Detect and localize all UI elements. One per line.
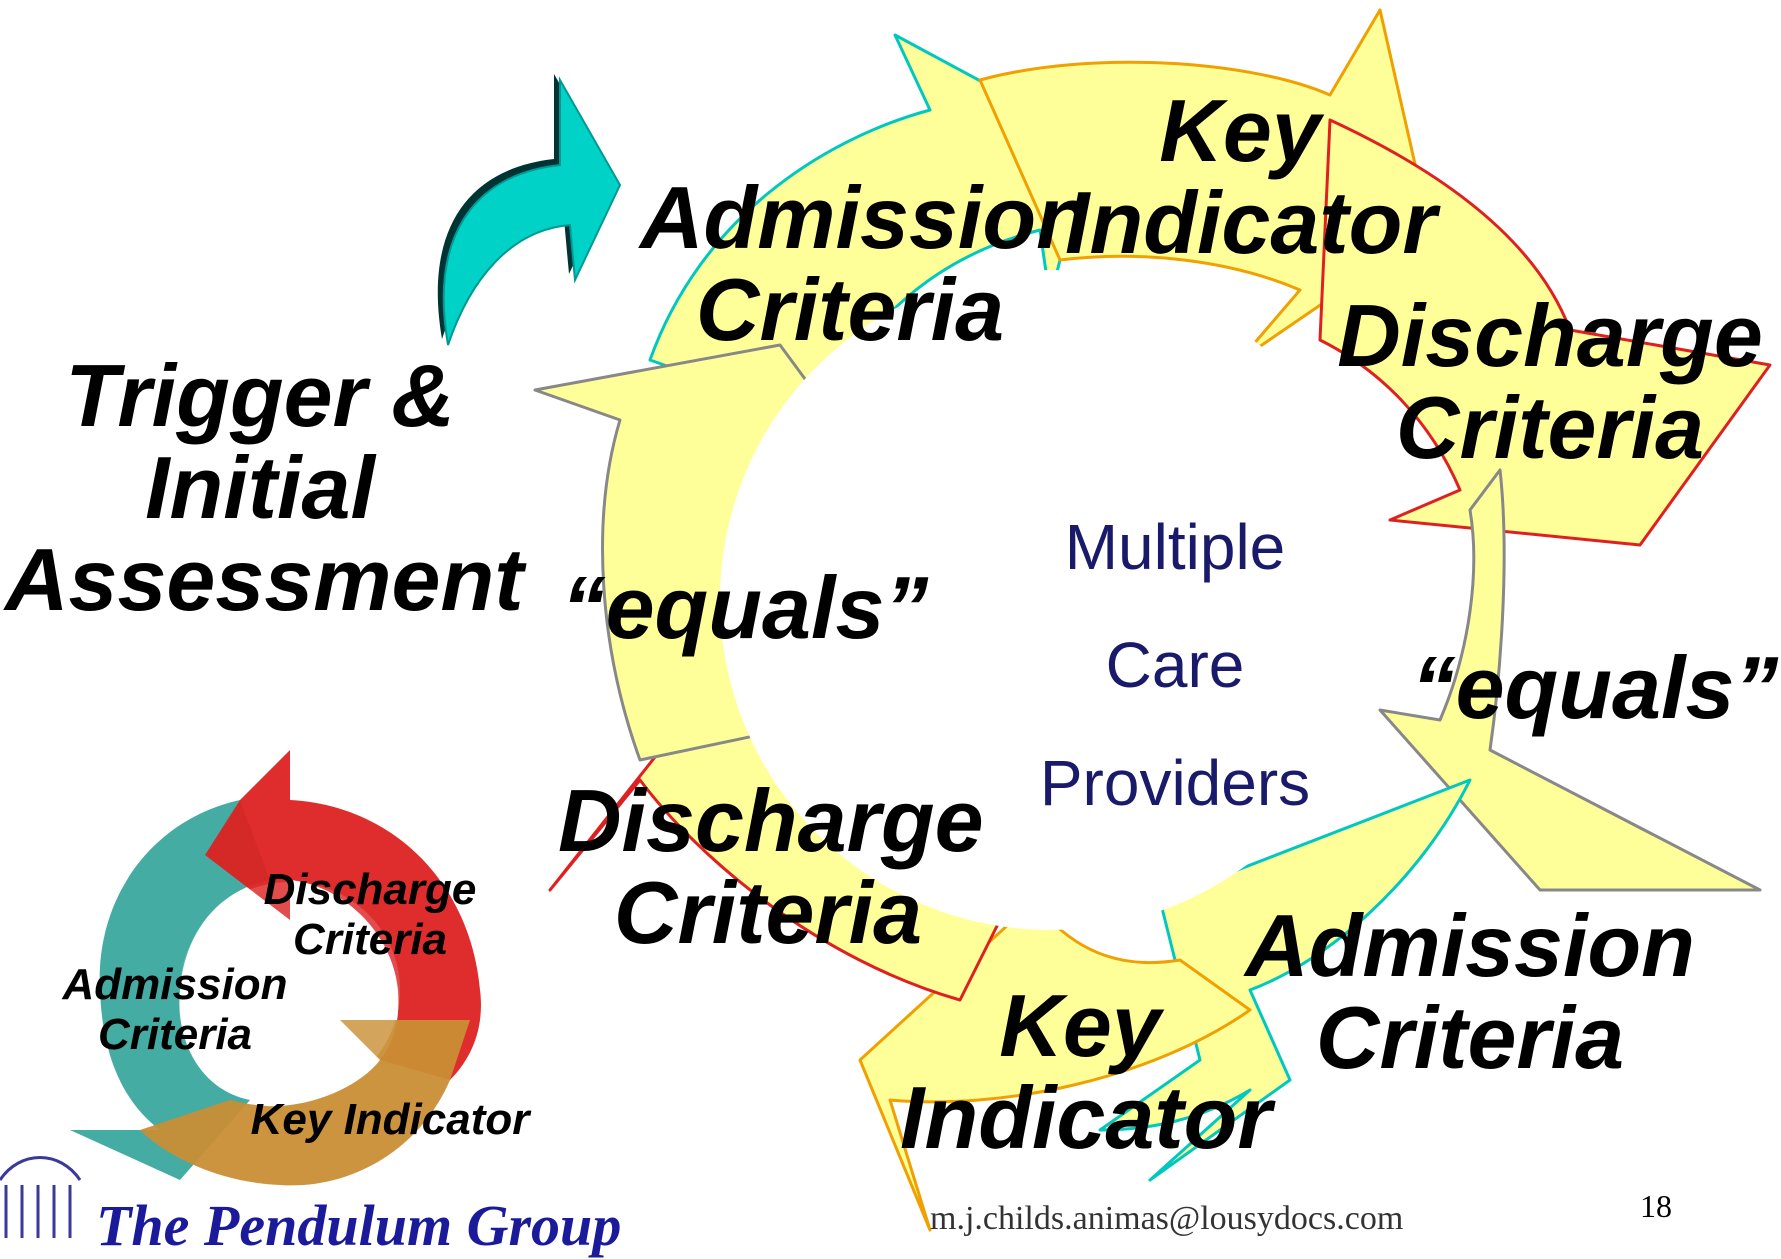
mini-label-key: Key Indicator (250, 1095, 530, 1144)
label-admission-bottom: Admission Criteria (1245, 896, 1695, 1087)
footer-org-name: The Pendulum Group (96, 1193, 622, 1258)
mini-label-admission: Admission Criteria (62, 960, 288, 1059)
mini-arrow-key (140, 1020, 470, 1186)
arrow-admission-bottom (1098, 778, 1472, 1182)
mini-label-discharge: Discharge Criteria (263, 865, 477, 964)
footer-email[interactable]: m.j.childs.animas@lousydocs.com (930, 1200, 1404, 1237)
arrow-equals-right (1378, 468, 1762, 892)
label-equals-right: “equals” (1411, 638, 1779, 737)
mini-cycle (70, 750, 481, 1186)
label-key-top: Key Indicator (1065, 81, 1437, 272)
page-number: 18 (1640, 1188, 1672, 1224)
label-admission-top: Admission Criteria (640, 168, 1090, 359)
arrow-key-top (978, 8, 1432, 362)
label-key-bottom: Key Indicator (900, 976, 1272, 1167)
mini-arrow-discharge (205, 750, 481, 1080)
center-text-multiple: Multiple (1064, 511, 1286, 583)
arrow-key-bottom (858, 848, 1252, 1232)
arrow-discharge-right (1318, 118, 1772, 547)
mini-arrow-admission (70, 800, 270, 1180)
label-equals-left: “equals” (561, 558, 929, 657)
center-text-care: Care (1105, 629, 1245, 701)
label-trigger-assessment: Trigger & Initial Assessment (5, 346, 524, 629)
label-discharge-left: Discharge Criteria (558, 771, 984, 962)
label-discharge-right: Discharge Criteria (1337, 286, 1763, 477)
trigger-arrow (437, 74, 622, 346)
main-cycle-arrows (533, 8, 1772, 1232)
cycle-center-hole (720, 270, 1380, 930)
institution-logo (0, 1156, 82, 1238)
center-text-providers: Providers (1039, 747, 1311, 819)
